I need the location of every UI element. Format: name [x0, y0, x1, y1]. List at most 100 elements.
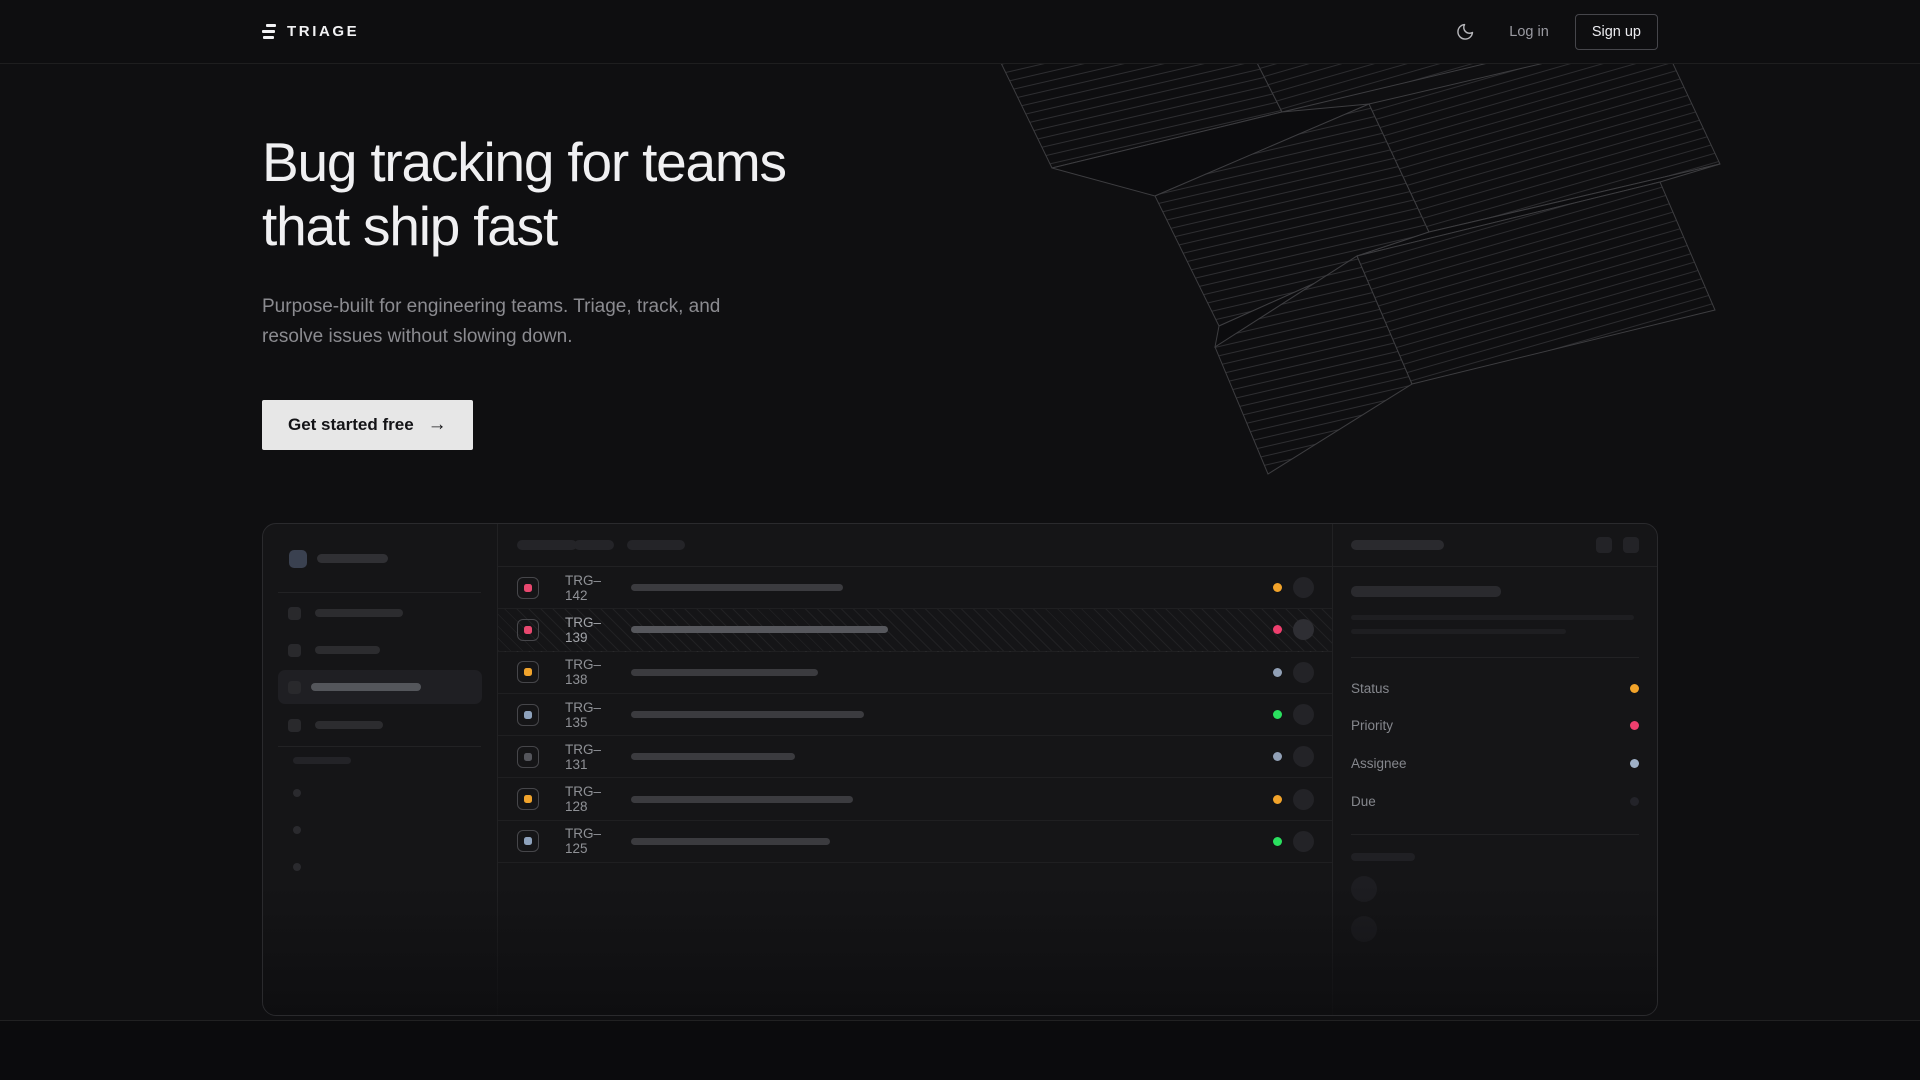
- issue-title-placeholder: [631, 668, 818, 676]
- issue-type-icon: [517, 661, 539, 684]
- get-started-button[interactable]: Get started free →: [262, 400, 473, 450]
- issue-id: TRG–135: [565, 699, 602, 730]
- signup-button[interactable]: Sign up: [1574, 13, 1658, 50]
- issue-row-meta: [1273, 619, 1314, 641]
- issue-id: TRG–125: [565, 826, 602, 857]
- issue-id: TRG–142: [565, 572, 602, 603]
- status-dot: [1273, 752, 1282, 762]
- page-title-line-2: that ship fast: [262, 195, 558, 257]
- detail-field-label: Due: [1351, 793, 1376, 809]
- issue-row: TRG–142: [498, 567, 1332, 610]
- detail-field-label: Status: [1351, 680, 1390, 696]
- issue-title-placeholder: [631, 753, 795, 761]
- panel-title-placeholder: [1351, 540, 1444, 550]
- issue-id: TRG–128: [565, 784, 602, 815]
- sidebar-dot-placeholder: [293, 789, 301, 797]
- status-dot: [1273, 794, 1282, 804]
- app-mockup-card: TRG–142 TRG–139 TRG–138 TRG–135: [262, 523, 1658, 1016]
- issue-row: TRG–131: [498, 736, 1332, 779]
- theme-toggle-button[interactable]: [1452, 18, 1479, 45]
- login-link[interactable]: Log in: [1509, 23, 1549, 40]
- hero-subtitle: Purpose-built for engineering teams. Tri…: [262, 292, 1658, 352]
- divider: [278, 746, 481, 747]
- detail-field-value-dot: [1630, 796, 1639, 806]
- comment-avatar-placeholder: [1351, 876, 1377, 902]
- filter-tab-placeholder: [627, 540, 685, 550]
- get-started-label: Get started free: [288, 415, 414, 434]
- panel-action-placeholder: [1623, 537, 1639, 553]
- assignee-avatar-placeholder: [1293, 704, 1314, 726]
- sidebar-nav-placeholder: [315, 721, 383, 729]
- page-title: Bug tracking for teams that ship fast: [262, 130, 1658, 258]
- sidebar-dot-placeholder: [293, 863, 301, 871]
- brand-name: TRIAGE: [287, 23, 360, 40]
- issue-row-meta: [1273, 788, 1314, 810]
- divider: [278, 592, 481, 593]
- mockup-sidebar: [263, 524, 498, 1015]
- arrow-right-icon: →: [427, 414, 447, 435]
- page-title-line-1: Bug tracking for teams: [262, 131, 787, 193]
- nav-actions: Log in Sign up: [1452, 13, 1658, 50]
- mockup-detail-panel: Status Priority Assignee Due: [1332, 524, 1657, 1015]
- issue-type-icon: [517, 618, 539, 641]
- status-dot: [1273, 625, 1282, 635]
- assignee-avatar-placeholder: [1293, 661, 1314, 683]
- assignee-avatar-placeholder: [1293, 577, 1314, 599]
- issue-row-meta: [1273, 577, 1314, 599]
- workspace-avatar: [289, 550, 307, 568]
- issue-row-meta: [1273, 704, 1314, 726]
- status-dot: [1273, 583, 1282, 593]
- issue-type-icon: [517, 788, 539, 811]
- page-footer: [0, 1020, 1920, 1080]
- hero-section: Bug tracking for teams that ship fast Pu…: [0, 64, 1920, 475]
- issue-row-meta: [1273, 830, 1314, 852]
- detail-field-row: Status: [1351, 678, 1639, 698]
- sidebar-nav-placeholder: [315, 609, 403, 617]
- issue-title-placeholder: [631, 795, 853, 803]
- issue-type-icon: [517, 745, 539, 768]
- issue-title-placeholder: [631, 584, 843, 592]
- issue-row-meta: [1273, 746, 1314, 768]
- mockup-issue-list: TRG–142 TRG–139 TRG–138 TRG–135: [498, 524, 1332, 1015]
- issue-row: TRG–128: [498, 778, 1332, 821]
- detail-field-row: Priority: [1351, 715, 1639, 735]
- issue-row: TRG–139: [498, 609, 1332, 652]
- assignee-avatar-placeholder: [1293, 746, 1314, 768]
- sidebar-nav-icon: [288, 643, 301, 657]
- divider: [1351, 834, 1639, 835]
- workspace-name-placeholder: [317, 554, 388, 563]
- issue-type-icon: [517, 576, 539, 599]
- sidebar-nav-icon: [288, 680, 301, 694]
- brand[interactable]: TRIAGE: [262, 23, 359, 40]
- issue-type-icon: [517, 703, 539, 726]
- hero-subtitle-line-2: resolve issues without slowing down.: [262, 326, 573, 347]
- issue-type-icon: [517, 830, 539, 853]
- issue-id: TRG–139: [565, 614, 602, 645]
- issue-row: TRG–125: [498, 821, 1332, 864]
- issue-text-placeholder: [1351, 615, 1634, 620]
- issue-row-meta: [1273, 661, 1314, 683]
- filter-tab-placeholder: [574, 540, 614, 550]
- sidebar-section-placeholder: [293, 757, 351, 764]
- comment-avatar-placeholder: [1351, 916, 1377, 942]
- detail-field-value-dot: [1630, 683, 1639, 693]
- issue-list-header: [498, 524, 1332, 567]
- assignee-avatar-placeholder: [1293, 830, 1314, 852]
- detail-field-label: Priority: [1351, 717, 1394, 733]
- sidebar-nav-icon: [288, 718, 301, 732]
- issue-id: TRG–131: [565, 741, 602, 772]
- issue-title-placeholder: [1351, 586, 1501, 597]
- detail-field-value-dot: [1630, 758, 1639, 768]
- detail-field-row: Due: [1351, 791, 1639, 811]
- top-navigation: TRIAGE Log in Sign up: [0, 0, 1920, 64]
- issue-title-placeholder: [631, 837, 830, 845]
- triage-logo-icon: [262, 24, 276, 39]
- product-showcase: TRG–142 TRG–139 TRG–138 TRG–135: [0, 523, 1920, 1016]
- issue-text-placeholder: [1351, 629, 1566, 634]
- status-dot: [1273, 667, 1282, 677]
- issue-row: TRG–135: [498, 694, 1332, 737]
- issue-row: TRG–138: [498, 652, 1332, 694]
- activity-label-placeholder: [1351, 853, 1415, 861]
- status-dot: [1273, 836, 1282, 846]
- issue-title-placeholder: [631, 711, 864, 719]
